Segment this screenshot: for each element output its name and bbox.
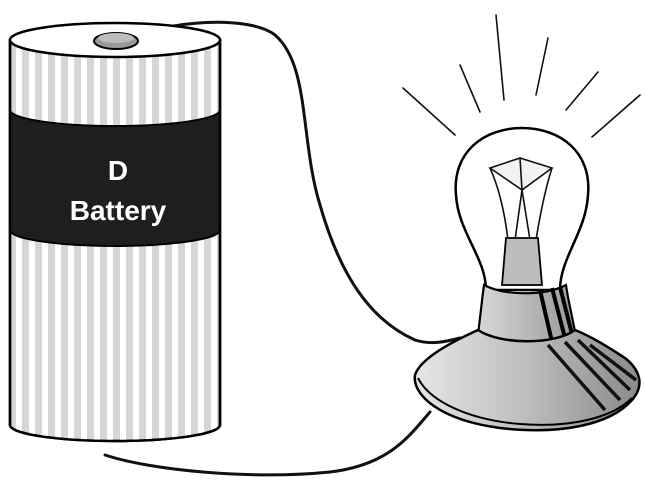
battery-stripe	[55, 40, 61, 441]
battery-stripe	[107, 40, 113, 441]
battery-stripe	[185, 40, 191, 441]
battery-stripe	[172, 40, 178, 441]
bulb-glass	[454, 126, 590, 292]
battery-stripe	[120, 40, 126, 441]
bulb-socket-base	[413, 328, 641, 432]
battery-stripe	[42, 40, 48, 441]
bulb-filament	[488, 157, 554, 241]
battery-stripe	[211, 40, 217, 441]
battery-stripe	[16, 40, 22, 441]
battery-stripe	[81, 40, 87, 441]
top-wire	[128, 20, 462, 345]
battery-stripe	[146, 40, 152, 441]
battery-label-line1: D	[108, 155, 128, 186]
battery-stripe	[198, 40, 204, 441]
bulb-stem	[501, 237, 543, 286]
battery-stripe	[94, 40, 100, 441]
battery-stripe	[68, 40, 74, 441]
battery-label-line2: Battery	[70, 195, 167, 226]
d-battery: D Battery	[8, 21, 222, 443]
bottom-wire	[103, 410, 432, 477]
battery-stripe	[133, 40, 139, 441]
wires	[103, 20, 462, 477]
battery-stripe	[29, 40, 35, 441]
glow-rays	[402, 14, 641, 138]
battery-stripe	[159, 40, 165, 441]
light-bulb	[402, 14, 641, 432]
